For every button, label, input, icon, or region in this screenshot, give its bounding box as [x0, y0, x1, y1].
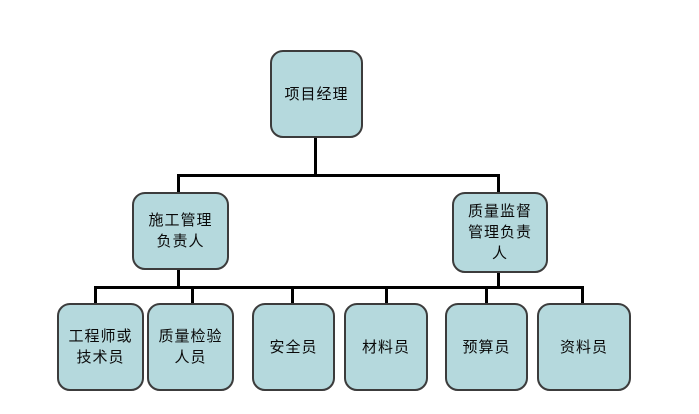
connector-drop-budget	[485, 286, 488, 305]
connector-drop-inspector	[191, 286, 194, 305]
connector-root-stem	[314, 137, 317, 176]
org-node-document-officer: 资料员	[537, 303, 631, 391]
connector-level1-drop-left	[177, 174, 180, 194]
org-node-budget-officer: 预算员	[445, 303, 528, 391]
connector-level1-horizontal	[177, 174, 500, 177]
org-node-quality-supervisor: 质量监督 管理负责 人	[452, 192, 548, 273]
connector-drop-material	[385, 286, 388, 305]
connector-drop-document	[581, 286, 584, 305]
org-node-project-manager: 项目经理	[270, 50, 363, 138]
org-node-safety-officer: 安全员	[252, 303, 335, 391]
connector-quality-stem	[497, 271, 500, 288]
org-node-construction-manager: 施工管理 负责人	[132, 192, 229, 270]
connector-drop-safety	[291, 286, 294, 305]
org-node-engineer-technician: 工程师或 技术员	[57, 303, 144, 391]
connector-drop-engineer	[94, 286, 97, 305]
org-node-material-officer: 材料员	[344, 303, 428, 391]
connector-level1-drop-right	[497, 174, 500, 194]
connector-level2-horizontal	[94, 286, 584, 289]
connector-construction-stem	[177, 268, 180, 288]
org-node-quality-inspector: 质量检验 人员	[147, 303, 234, 391]
